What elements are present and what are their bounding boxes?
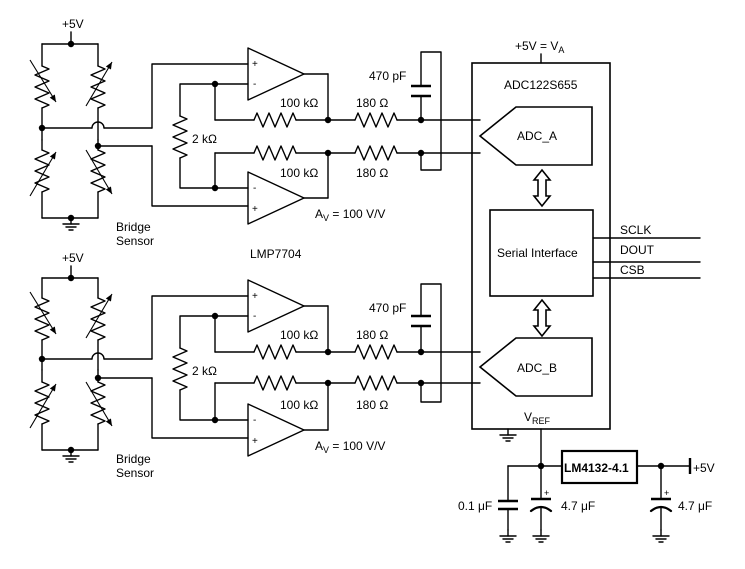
bridge-label-top-2: Sensor — [116, 234, 154, 248]
rg-top-label: 2 kΩ — [192, 132, 217, 146]
gain-bottom-label: AV = 100 V/V — [315, 439, 385, 455]
lm4132-block — [560, 449, 639, 485]
rs-top-a-label: 180 Ω — [356, 96, 388, 110]
rf-top-b-label: 100 kΩ — [280, 166, 318, 180]
adc-part-label: ADC122S655 — [504, 78, 578, 92]
bridge-label-top-1: Bridge — [116, 220, 151, 234]
adc-b-block — [478, 337, 593, 397]
bus-arrow-top — [532, 168, 552, 208]
cap-47uf-a-label: 4.7 μF — [561, 499, 595, 513]
cap-bottom-label: 470 pF — [369, 301, 406, 315]
bridge-label-bottom-2: Sensor — [116, 466, 154, 480]
serial-interface-block — [489, 209, 594, 297]
adc-b-label: ADC_B — [517, 361, 557, 375]
adc-a-block — [478, 106, 593, 166]
cap-01uf-label: 0.1 μF — [458, 499, 492, 513]
opamp3-plus: + — [252, 291, 258, 302]
opamp1-plus: + — [252, 59, 258, 70]
reference-section: 0.1 μF + 4.7 μF LM4132-4.1 +5V + 4.7 μF — [458, 428, 715, 543]
rf-bottom-a-label: 100 kΩ — [280, 328, 318, 342]
bridge-sensor-bottom: +5V Bridge Sensor — [29, 251, 154, 480]
adc-block: +5V = VA ADC122S655 ADC_A ADC_B Serial I… — [471, 39, 701, 442]
cap-47uf-b-label: 4.7 μF — [678, 499, 712, 513]
opamp4-plus: + — [252, 436, 258, 447]
opamp4-minus: - — [253, 415, 256, 426]
vref-label: VREF — [524, 410, 551, 426]
amplifier-part-label: LMP7704 — [250, 247, 302, 261]
cap-47uf-b-plus: + — [664, 488, 669, 498]
rs-top-b-label: 180 Ω — [356, 166, 388, 180]
rf-top-a-label: 100 kΩ — [280, 96, 318, 110]
bridge-sensor-top: +5V Bridge Sensor — [29, 17, 154, 248]
rg-bottom-label: 2 kΩ — [192, 364, 217, 378]
adc-a-label: ADC_A — [517, 129, 557, 143]
bridge-label-bottom-1: Bridge — [116, 452, 151, 466]
opamp2-plus: + — [252, 204, 258, 215]
opamp1-minus: - — [253, 79, 256, 90]
csb-label: CSB — [620, 263, 645, 277]
sclk-label: SCLK — [620, 223, 651, 237]
amplifier-pair-bottom: + - - + 2 kΩ 100 kΩ 100 kΩ 180 Ω 180 Ω — [151, 279, 481, 457]
opamp3-minus: - — [253, 311, 256, 322]
gain-top-label: AV = 100 V/V — [315, 207, 385, 223]
amplifier-pair-top: + - - + 2 kΩ 100 kΩ 100 kΩ 180 Ω 180 Ω — [151, 47, 481, 225]
cap-top-label: 470 pF — [369, 69, 406, 83]
serial-interface-label: Serial Interface — [497, 246, 578, 260]
vcc-label-bottom: +5V — [62, 251, 84, 265]
vcc-label-right: +5V — [693, 461, 715, 475]
lm4132-label: LM4132-4.1 — [564, 461, 629, 475]
rs-bottom-a-label: 180 Ω — [356, 328, 388, 342]
opamp2-minus: - — [253, 183, 256, 194]
bus-arrow-bottom — [532, 298, 552, 338]
vcc-label-top: +5V — [62, 17, 84, 31]
cap-47uf-a-plus: + — [544, 488, 549, 498]
dout-label: DOUT — [620, 243, 655, 257]
rf-bottom-b-label: 100 kΩ — [280, 398, 318, 412]
adc-supply-label: +5V = VA — [515, 39, 564, 55]
rs-bottom-b-label: 180 Ω — [356, 398, 388, 412]
